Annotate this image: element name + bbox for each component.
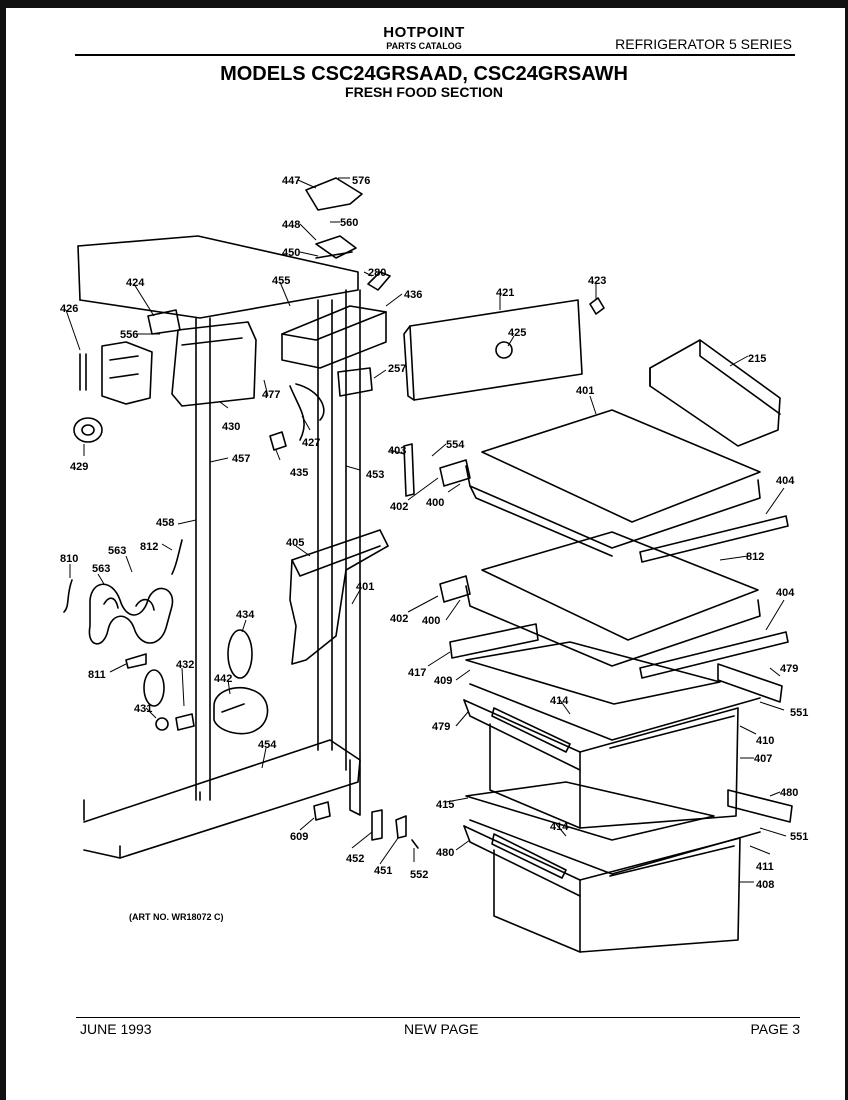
part-callout-417: 417 [408, 667, 426, 679]
part-callout-811: 811 [88, 669, 106, 681]
part-callout-812: 812 [140, 541, 158, 553]
part-callout-477: 477 [262, 389, 280, 401]
models-heading: MODELS CSC24GRSAAD, CSC24GRSAWH [220, 63, 628, 85]
part-callout-401: 401 [356, 581, 374, 593]
part-callout-479: 479 [780, 663, 798, 675]
part-callout-447: 447 [282, 175, 300, 187]
part-callout-410: 410 [756, 735, 774, 747]
part-callout-609: 609 [290, 831, 308, 843]
part-callout-430: 430 [222, 421, 240, 433]
part-callout-454: 454 [258, 739, 277, 751]
page-left-border [0, 0, 6, 1100]
page-top-border [0, 0, 848, 8]
part-callout-280: 280 [368, 267, 386, 279]
part-callout-409: 409 [434, 675, 452, 687]
part-callout-458: 458 [156, 517, 174, 529]
part-callout-551: 551 [790, 831, 808, 843]
part-callout-436: 436 [404, 289, 422, 301]
part-callout-215: 215 [748, 353, 766, 365]
part-callout-404: 404 [776, 587, 795, 599]
part-callout-563: 563 [108, 545, 126, 557]
page-right-border [845, 0, 848, 1100]
part-callout-429: 429 [70, 461, 88, 473]
part-callout-576: 576 [352, 175, 370, 187]
part-callout-257: 257 [388, 363, 406, 375]
part-callout-402: 402 [390, 501, 408, 513]
part-callout-401: 401 [576, 385, 594, 397]
part-callout-552: 552 [410, 869, 428, 881]
part-callout-402: 402 [390, 613, 408, 625]
footer-note: NEW PAGE [404, 1021, 479, 1037]
art-number: (ART NO. WR18072 C) [129, 912, 224, 922]
series-label: REFRIGERATOR 5 SERIES [615, 36, 792, 52]
footer-rule [76, 1017, 800, 1018]
part-callout-452: 452 [346, 853, 364, 865]
footer-page: PAGE 3 [750, 1021, 800, 1037]
part-callout-426: 426 [60, 303, 78, 315]
part-callout-423: 423 [588, 275, 606, 287]
part-callout-411: 411 [756, 861, 774, 873]
part-callout-453: 453 [366, 469, 384, 481]
part-callout-556: 556 [120, 329, 138, 341]
part-callout-450: 450 [282, 247, 300, 259]
part-callout-560: 560 [340, 217, 358, 229]
part-callout-554: 554 [446, 439, 465, 451]
part-callout-414: 414 [550, 821, 569, 833]
part-callout-810: 810 [60, 553, 78, 565]
part-callout-424: 424 [126, 277, 145, 289]
part-callout-407: 407 [754, 753, 772, 765]
catalog-subtitle: PARTS CATALOG [386, 41, 462, 51]
part-callout-563: 563 [92, 563, 110, 575]
part-callout-403: 403 [388, 445, 406, 457]
header-rule [75, 54, 795, 56]
part-callout-425: 425 [508, 327, 526, 339]
part-callout-448: 448 [282, 219, 300, 231]
part-callout-414: 414 [550, 695, 569, 707]
part-callout-551: 551 [790, 707, 808, 719]
part-callout-408: 408 [756, 879, 774, 891]
brand-title: HOTPOINT [383, 24, 465, 41]
part-callout-400: 400 [426, 497, 444, 509]
part-callout-421: 421 [496, 287, 514, 299]
part-callout-479: 479 [432, 721, 450, 733]
part-callout-405: 405 [286, 537, 304, 549]
part-callout-480: 480 [780, 787, 798, 799]
part-callout-480: 480 [436, 847, 454, 859]
part-callout-455: 455 [272, 275, 290, 287]
part-callout-427: 427 [302, 437, 320, 449]
part-callout-404: 404 [776, 475, 795, 487]
footer-date: JUNE 1993 [80, 1021, 152, 1037]
part-callout-415: 415 [436, 799, 454, 811]
part-callout-434: 434 [236, 609, 255, 621]
part-callout-435: 435 [290, 467, 308, 479]
part-callout-432: 432 [176, 659, 194, 671]
part-callout-457: 457 [232, 453, 250, 465]
part-callout-431: 431 [134, 703, 152, 715]
part-callout-400: 400 [422, 615, 440, 627]
part-callout-451: 451 [374, 865, 392, 877]
section-heading: FRESH FOOD SECTION [345, 84, 503, 100]
part-callout-812: 812 [746, 551, 764, 563]
part-callouts: 447 576 448 560 450 280 455 436 421 423 424 426 556 4… [60, 175, 808, 891]
part-callout-442: 442 [214, 673, 232, 685]
